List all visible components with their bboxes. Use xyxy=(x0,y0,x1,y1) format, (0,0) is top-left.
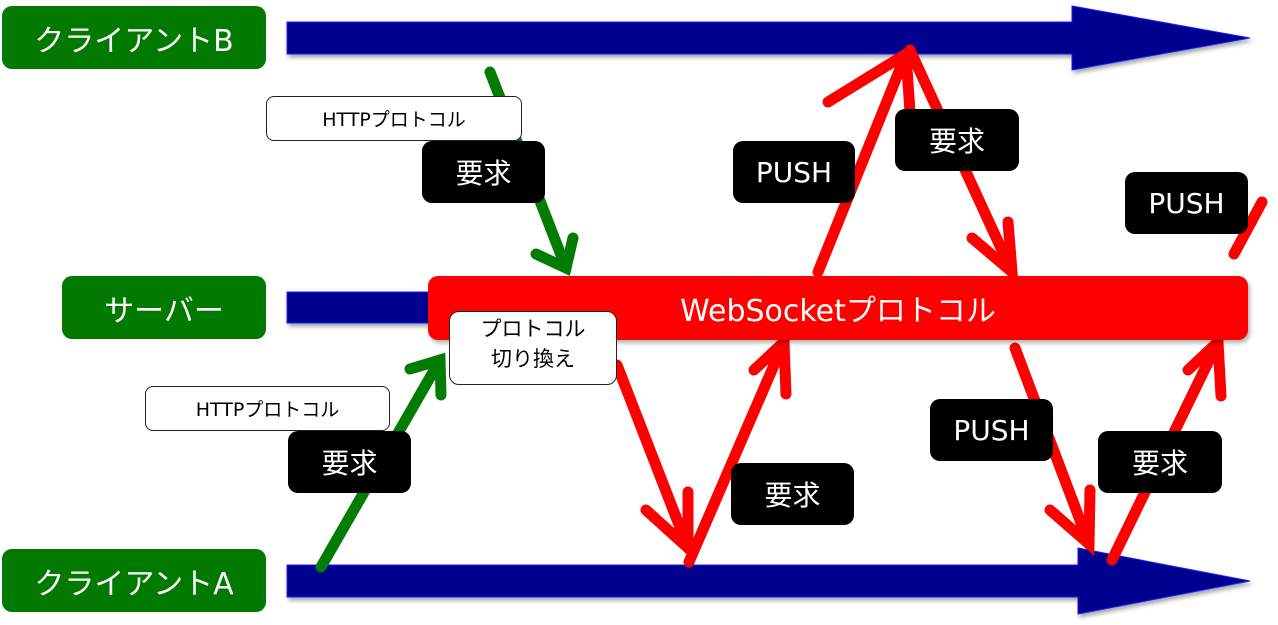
request-label-a: 要求 xyxy=(288,431,411,493)
client-a-timeline-arrow xyxy=(286,547,1251,615)
request-label-from-b: 要求 xyxy=(895,109,1019,171)
client-b-timeline-arrow xyxy=(286,5,1251,71)
ws-push-to-b-2-arrow xyxy=(1228,196,1268,260)
push-label-a: PUSH xyxy=(930,399,1053,461)
ws-up-from-a-1-arrow xyxy=(683,329,792,568)
protocol-switch-label: プロトコル 切り換え xyxy=(449,311,617,385)
protocol-switch-line2: 切り換え xyxy=(491,347,575,371)
push-label-b-2: PUSH xyxy=(1125,172,1248,234)
server-timeline-arrow xyxy=(286,291,448,324)
request-label-from-a-1: 要求 xyxy=(731,463,854,525)
ws-down-to-a-1-arrow xyxy=(611,359,694,561)
push-label-b-1: PUSH xyxy=(733,141,855,203)
server-label: サーバー xyxy=(62,276,266,339)
http-protocol-label-b: HTTPプロトコル xyxy=(266,96,522,141)
request-label-from-a-2: 要求 xyxy=(1098,431,1222,493)
request-label-b: 要求 xyxy=(422,141,545,203)
protocol-switch-line1: プロトコル xyxy=(480,317,586,341)
client-b-label: クライアントB xyxy=(2,6,266,69)
http-protocol-label-a: HTTPプロトコル xyxy=(145,386,390,431)
client-a-label: クライアントA xyxy=(2,549,266,612)
